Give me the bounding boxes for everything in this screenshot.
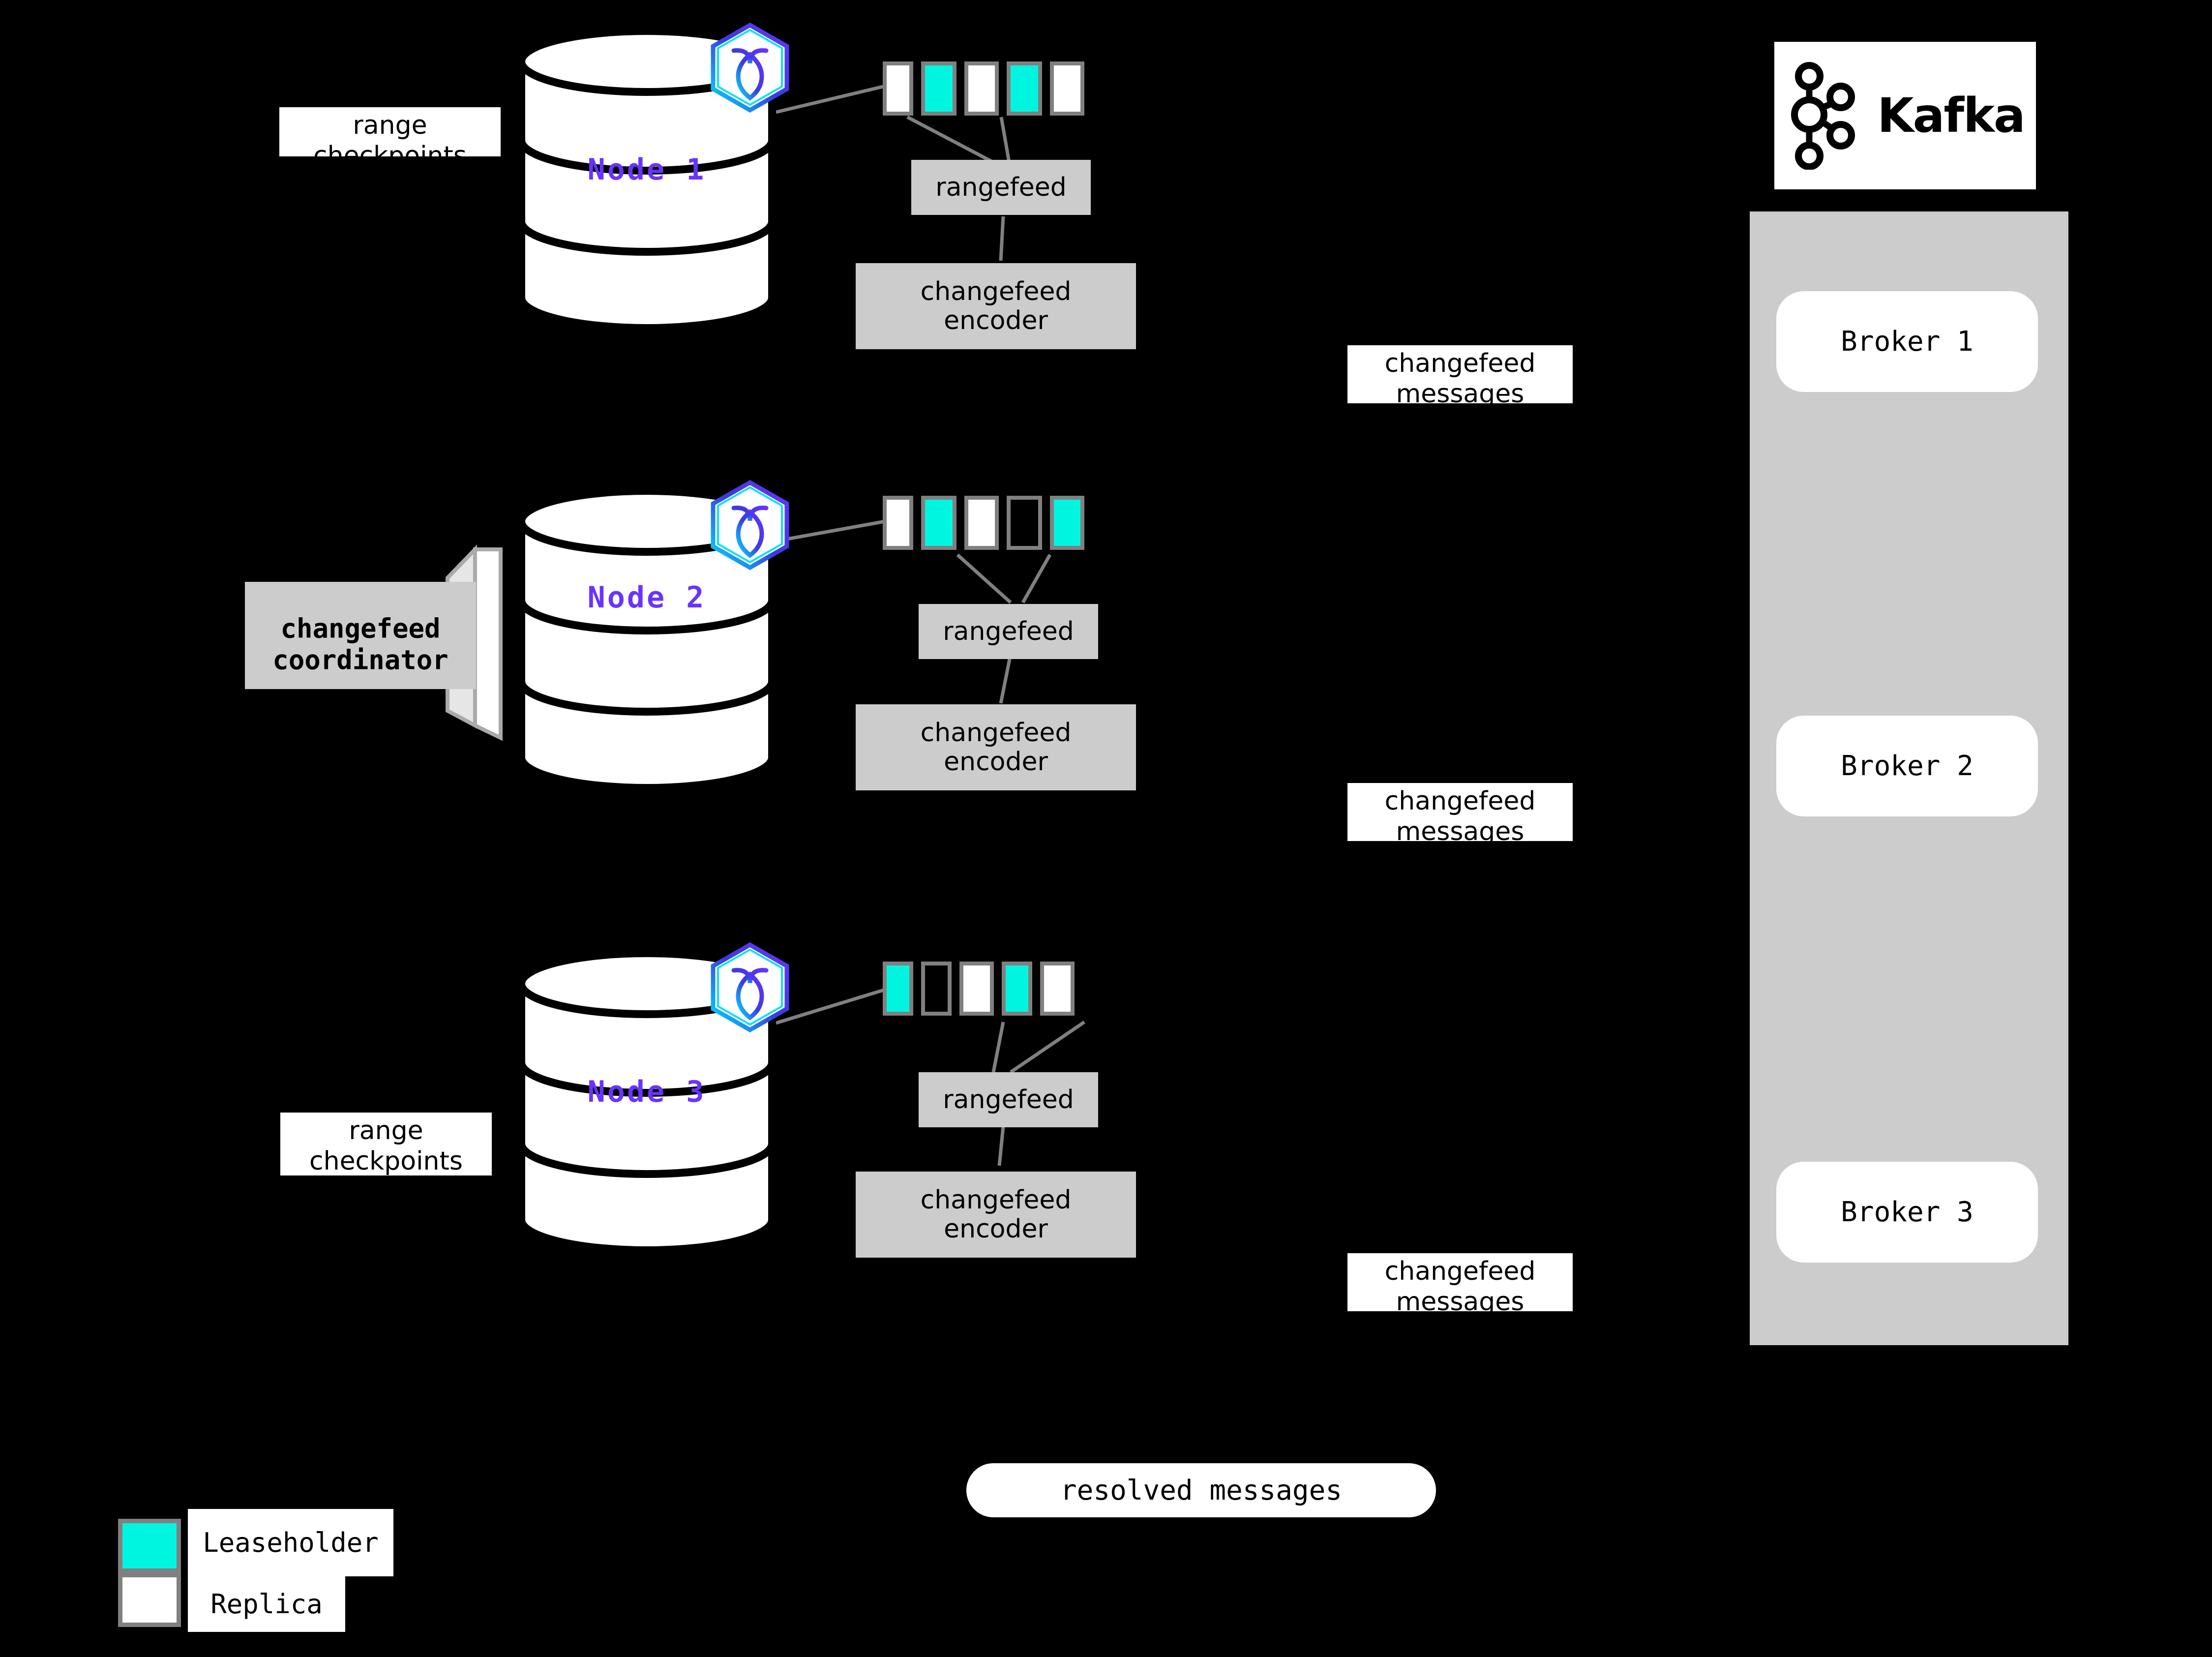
cockroachdb-hex-icon [708,480,792,575]
node-1-range-checkpoints-label: range checkpoints [279,107,501,156]
range-replica[interactable] [883,61,913,116]
node-2-label: Node 2 [587,580,706,615]
kafka-broker-3[interactable]: Broker 3 [1776,1162,2038,1263]
node-2-ranges [883,496,1092,550]
range-replica[interactable] [883,496,913,550]
range-replica[interactable] [1050,61,1084,116]
range-leaseholder[interactable] [921,61,957,116]
node-3-label: Node 3 [587,1075,706,1109]
changefeed-coordinator[interactable]: changefeed coordinator [245,543,550,745]
range-leaseholder[interactable] [883,962,913,1016]
cockroachdb-hex-icon [708,22,792,118]
kafka-broker-1[interactable]: Broker 1 [1776,291,2038,392]
range-replica[interactable] [964,61,999,116]
resolved-messages-pill: resolved messages [966,1463,1436,1517]
node-2-cylinder: Node 2 [516,487,777,792]
range-empty[interactable] [921,962,952,1016]
node-3-cylinder: Node 3 [516,949,777,1254]
node-1-label: Node 1 [587,152,706,187]
range-leaseholder[interactable] [921,496,957,550]
kafka-logo: Kafka [1774,42,2036,189]
node-3-range-checkpoints-label: range checkpoints [280,1113,492,1175]
cockroachdb-hex-icon [708,942,792,1037]
node-2-changefeed-messages-label: changefeed messages [1347,783,1573,841]
kafka-node-graph-icon [1791,62,1855,170]
range-replica[interactable] [964,496,999,550]
node-3-rangefeed-box[interactable]: rangefeed [919,1072,1098,1127]
node-3-ranges [883,962,1082,1016]
legend-swatch-leaseholder [118,1519,181,1573]
node-2-changefeed-encoder-box[interactable]: changefeed encoder [856,704,1136,790]
node-1-rangefeed-box[interactable]: rangefeed [911,160,1091,215]
range-empty[interactable] [1007,496,1042,550]
node-3-changefeed-encoder-box[interactable]: changefeed encoder [856,1172,1136,1258]
kafka-broker-2[interactable]: Broker 2 [1776,716,2038,816]
legend-label-replica: Replica [188,1576,345,1632]
legend: Leaseholder Replica [118,1509,462,1632]
legend-label-leaseholder: Leaseholder [188,1509,393,1576]
range-leaseholder[interactable] [1002,962,1032,1016]
node-2-rangefeed-box[interactable]: rangefeed [919,604,1098,659]
range-replica[interactable] [959,962,994,1016]
range-leaseholder[interactable] [1050,496,1084,550]
node-1-ranges [883,61,1092,116]
legend-swatch-replica [118,1573,181,1627]
node-3-changefeed-messages-label: changefeed messages [1347,1253,1573,1311]
range-leaseholder[interactable] [1007,61,1042,116]
node-1-changefeed-messages-label: changefeed messages [1347,345,1573,403]
changefeed-coordinator-label: changefeed coordinator [272,613,448,675]
kafka-wordmark: Kafka [1877,88,2026,143]
range-replica[interactable] [1040,962,1075,1016]
node-1-changefeed-encoder-box[interactable]: changefeed encoder [856,263,1136,349]
